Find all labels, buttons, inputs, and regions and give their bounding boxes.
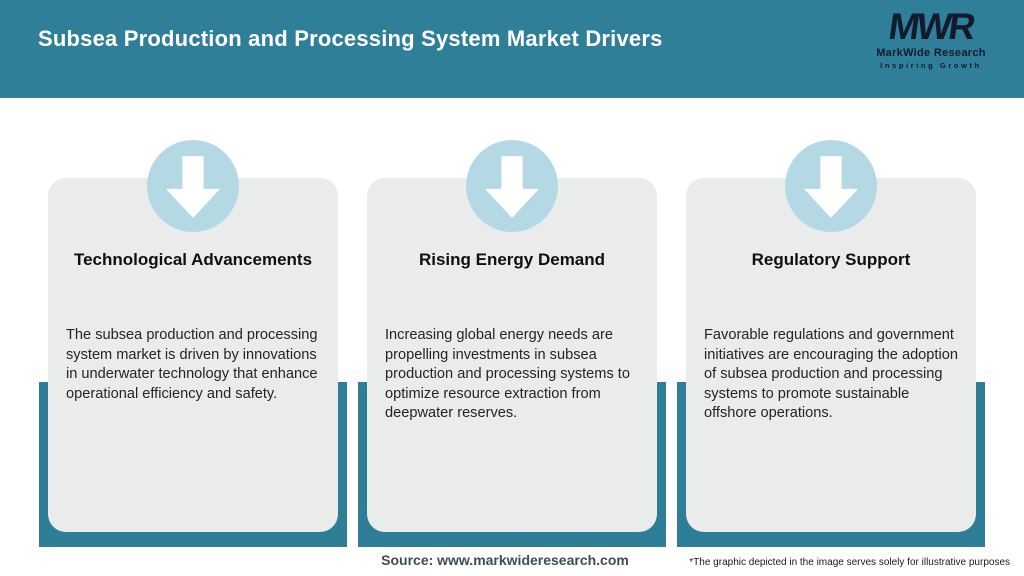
- card-title: Rising Energy Demand: [418, 250, 606, 269]
- card-body: The subsea production and processing sys…: [66, 327, 318, 402]
- down-arrow-icon: [466, 140, 558, 232]
- driver-card-technological-advancements: Technological Advancements The subsea pr…: [48, 178, 338, 532]
- disclaimer-text: *The graphic depicted in the image serve…: [689, 557, 1010, 568]
- source-text: Source: www.markwideresearch.com: [381, 552, 629, 568]
- markwide-research-logo: MWR MarkWide Research Inspiring Growth: [866, 6, 996, 70]
- page-title: Subsea Production and Processing System …: [38, 26, 663, 51]
- card-title: Regulatory Support: [751, 250, 911, 269]
- card-title: Technological Advancements: [73, 250, 313, 269]
- logo-name: MarkWide Research: [876, 47, 986, 59]
- logo-monogram: MWR: [886, 6, 976, 47]
- header-bar: Subsea Production and Processing System …: [0, 0, 1024, 98]
- driver-card-rising-energy-demand: Rising Energy Demand Increasing global e…: [367, 178, 657, 532]
- card-body: Favorable regulations and government ini…: [704, 327, 958, 421]
- logo-tagline: Inspiring Growth: [880, 61, 982, 70]
- down-arrow-icon: [785, 140, 877, 232]
- card-body: Increasing global energy needs are prope…: [385, 327, 630, 421]
- down-arrow-icon: [147, 140, 239, 232]
- driver-card-regulatory-support: Regulatory Support Favorable regulations…: [686, 178, 976, 532]
